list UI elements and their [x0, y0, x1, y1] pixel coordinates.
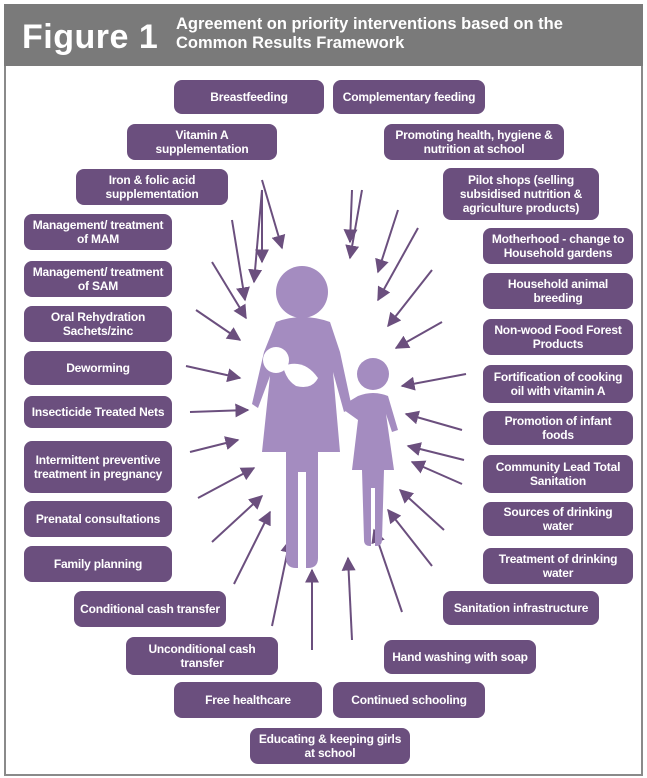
intervention-box-management-treatment-of-mam: Management/ treatment of MAM [24, 214, 172, 250]
intervention-box-motherhood-change-to-household-gardens: Motherhood - change to Household gardens [483, 228, 633, 264]
arrow-complementary-feeding [343, 189, 358, 244]
intervention-box-family-planning: Family planning [24, 546, 172, 582]
mother-and-child-illustration [252, 266, 398, 568]
arrow-sources-of-drinking-water [410, 460, 463, 485]
arrow-continued-schooling [341, 556, 356, 641]
intervention-box-conditional-cash-transfer: Conditional cash transfer [74, 591, 226, 627]
child-body [344, 393, 398, 546]
baby-head [263, 347, 289, 373]
intervention-box-breastfeeding: Breastfeeding [174, 80, 324, 114]
intervention-box-hand-washing-with-soap: Hand washing with soap [384, 640, 536, 674]
intervention-box-fortification-of-cooking-oil-with-vitami: Fortification of cooking oil with vitami… [483, 365, 633, 403]
figure-title: Agreement on priority interventions base… [176, 15, 563, 52]
arrow-insecticide-treated-nets [189, 403, 250, 418]
intervention-box-iron-folic-acid-supplementation: Iron & folic acid supplementation [76, 169, 228, 205]
arrow-oral-rehydration-sachets-zinc [195, 309, 242, 341]
arrow-prenatal-consultations [197, 467, 256, 499]
intervention-box-prenatal-consultations: Prenatal consultations [24, 501, 172, 537]
intervention-box-community-lead-total-sanitation: Community Lead Total Sanitation [483, 455, 633, 493]
arrows-group [185, 179, 467, 650]
baby-body [283, 363, 318, 387]
intervention-box-promoting-health-hygiene-nutrition-at-sc: Promoting health, hygiene & nutrition at… [384, 124, 564, 160]
arrow-motherhood-change-to-household [377, 227, 419, 302]
arrow-promotion-of-infant-foods [404, 410, 463, 431]
intervention-box-vitamin-a-supplementation: Vitamin A supplementation [127, 124, 277, 160]
arrow-pilot-shops-selling-subsidised [375, 209, 399, 274]
intervention-box-deworming: Deworming [24, 351, 172, 385]
mother-body [252, 317, 352, 568]
intervention-box-oral-rehydration-sachets-zinc: Oral Rehydration Sachets/zinc [24, 306, 172, 342]
intervention-box-free-healthcare: Free healthcare [174, 682, 322, 718]
figure-label: Figure 1 [22, 18, 159, 56]
arrow-non-wood-food-forest-products [394, 321, 443, 349]
arrow-household-animal-breeding [387, 269, 433, 328]
intervention-box-promotion-of-infant-foods: Promotion of infant foods [483, 411, 633, 445]
arrow-intermittent-preventive-treatm [189, 436, 240, 453]
intervention-box-household-animal-breeding: Household animal breeding [483, 273, 633, 309]
arrow-iron-folic-acid-supplementatio [248, 189, 263, 284]
arrow-management-treatment-of-mam [231, 219, 250, 302]
intervention-box-unconditional-cash-transfer: Unconditional cash transfer [126, 637, 278, 675]
intervention-box-continued-schooling: Continued schooling [333, 682, 485, 718]
arrow-treatment-of-drinking-water [398, 489, 445, 531]
arrow-management-treatment-of-sam [211, 261, 247, 320]
figure-header: Figure 1 Agreement on priority intervent… [4, 4, 643, 66]
arrow-deworming [185, 365, 242, 383]
intervention-box-educating-keeping-girls-at-school: Educating & keeping girls at school [250, 728, 410, 764]
intervention-box-insecticide-treated-nets: Insecticide Treated Nets [24, 396, 172, 428]
arrow-sanitation-infrastructure [387, 508, 433, 567]
intervention-box-management-treatment-of-sam: Management/ treatment of SAM [24, 261, 172, 297]
arrow-conditional-cash-transfer [233, 510, 271, 585]
arrow-family-planning [211, 495, 264, 543]
arrow-breastfeeding [261, 179, 286, 250]
intervention-box-sanitation-infrastructure: Sanitation infrastructure [443, 591, 599, 625]
arrow-promoting-health-hygiene-nutri [345, 189, 363, 260]
child-head [357, 358, 389, 390]
intervention-box-treatment-of-drinking-water: Treatment of drinking water [483, 548, 633, 584]
intervention-box-non-wood-food-forest-products: Non-wood Food Forest Products [483, 319, 633, 355]
mother-head [276, 266, 328, 318]
intervention-box-intermittent-preventive-treatment-in-pre: Intermittent preventive treatment in pre… [24, 441, 172, 493]
intervention-box-sources-of-drinking-water: Sources of drinking water [483, 502, 633, 536]
arrow-community-lead-total-sanitatio [406, 442, 465, 461]
arrow-fortification-of-cooking-oil-w [400, 373, 467, 391]
intervention-box-pilot-shops-selling-subsidised-nutrition: Pilot shops (selling subsidised nutritio… [443, 168, 599, 220]
intervention-box-complementary-feeding: Complementary feeding [333, 80, 485, 114]
